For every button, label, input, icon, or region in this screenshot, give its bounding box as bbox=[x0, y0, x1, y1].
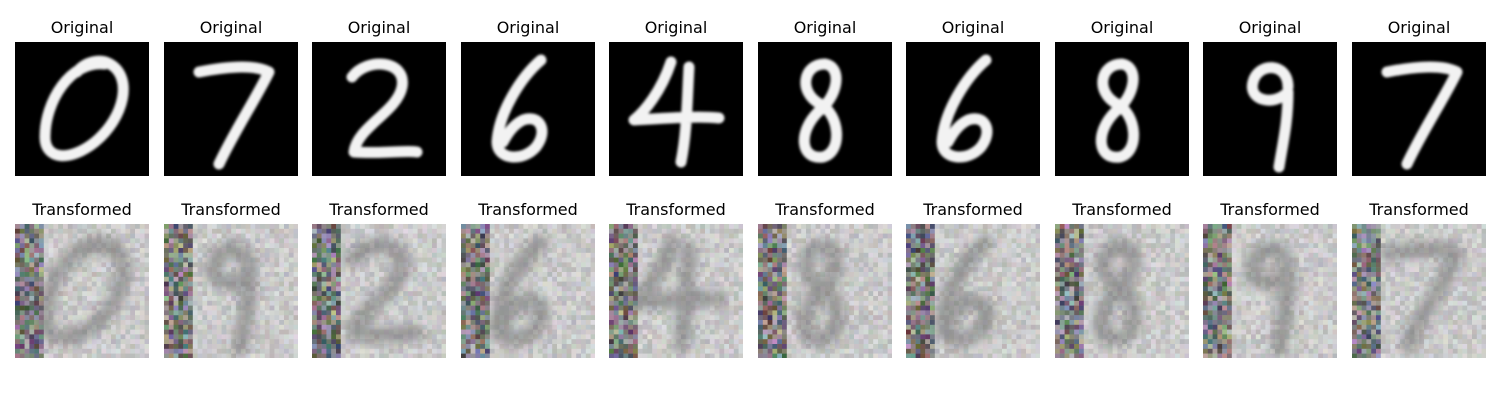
digit-stroke bbox=[798, 58, 842, 163]
transformed-digit-image-9 bbox=[1203, 224, 1337, 358]
original-digit-image-6 bbox=[758, 42, 892, 176]
transformed-title-9: Transformed bbox=[1220, 200, 1320, 219]
transformed-title-5: Transformed bbox=[626, 200, 726, 219]
digit-stroke bbox=[1379, 241, 1465, 354]
transformed-title-2: Transformed bbox=[181, 200, 281, 219]
original-digit-image-2 bbox=[164, 42, 298, 176]
transformed-digit-image-10 bbox=[1352, 224, 1486, 358]
digit-stroke bbox=[628, 56, 725, 168]
original-digit-image-7 bbox=[906, 42, 1040, 176]
digit-stroke bbox=[1093, 238, 1142, 348]
transformed-digit-image-5 bbox=[609, 224, 743, 358]
original-title-1: Original bbox=[50, 18, 114, 37]
transformed-title-1: Transformed bbox=[32, 200, 132, 219]
digit-stroke bbox=[934, 234, 995, 347]
original-digit-image-4 bbox=[461, 42, 595, 176]
original-title-9: Original bbox=[1238, 18, 1302, 37]
transformed-digit-image-4 bbox=[461, 224, 595, 358]
original-title-6: Original bbox=[793, 18, 857, 37]
digit-stroke bbox=[936, 54, 993, 163]
digit-stroke bbox=[1095, 58, 1139, 163]
original-title-10: Original bbox=[1387, 18, 1451, 37]
digit-stroke bbox=[205, 241, 257, 357]
transformed-title-3: Transformed bbox=[329, 200, 429, 219]
digit-stroke bbox=[193, 61, 275, 170]
digit-stroke bbox=[796, 238, 845, 348]
digit-stroke bbox=[1244, 241, 1296, 357]
original-title-4: Original bbox=[496, 18, 560, 37]
transformed-title-10: Transformed bbox=[1369, 200, 1469, 219]
original-digit-image-10 bbox=[1352, 42, 1486, 176]
original-digit-image-1 bbox=[15, 42, 149, 176]
transformed-digit-image-7 bbox=[906, 224, 1040, 358]
digit-stroke bbox=[626, 236, 727, 352]
original-title-8: Original bbox=[1090, 18, 1154, 37]
original-digit-image-5 bbox=[609, 42, 743, 176]
original-title-2: Original bbox=[199, 18, 263, 37]
digit-stroke bbox=[1381, 61, 1463, 170]
transformed-digit-image-6 bbox=[758, 224, 892, 358]
original-digit-image-8 bbox=[1055, 42, 1189, 176]
original-digit-image-9 bbox=[1203, 42, 1337, 176]
digit-stroke bbox=[346, 58, 423, 159]
transformed-title-7: Transformed bbox=[923, 200, 1023, 219]
digit-stroke bbox=[39, 55, 129, 162]
transformed-digit-image-2 bbox=[164, 224, 298, 358]
original-digit-image-3 bbox=[312, 42, 446, 176]
original-title-5: Original bbox=[644, 18, 708, 37]
transformed-title-4: Transformed bbox=[478, 200, 578, 219]
transformed-digit-image-1 bbox=[15, 224, 149, 358]
digit-stroke bbox=[344, 238, 425, 343]
transformed-title-8: Transformed bbox=[1072, 200, 1172, 219]
digit-stroke bbox=[491, 54, 548, 163]
digit-stroke bbox=[1246, 62, 1294, 173]
digit-stroke bbox=[489, 234, 550, 347]
transformed-title-6: Transformed bbox=[775, 200, 875, 219]
transformed-digit-image-3 bbox=[312, 224, 446, 358]
original-title-7: Original bbox=[941, 18, 1005, 37]
original-title-3: Original bbox=[347, 18, 411, 37]
transformed-digit-image-8 bbox=[1055, 224, 1189, 358]
digit-stroke bbox=[37, 235, 132, 346]
